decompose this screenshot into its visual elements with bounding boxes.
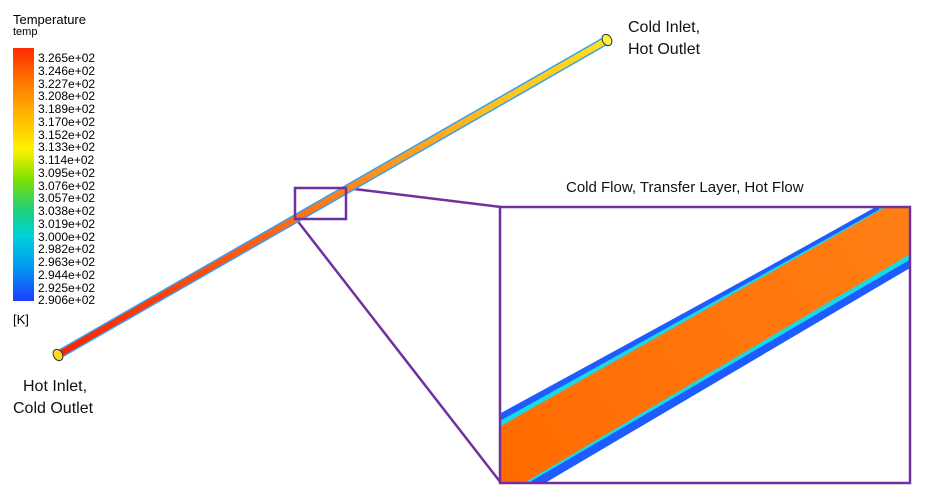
- zoom-panel-content: [501, 208, 910, 483]
- connector-line-bottom: [295, 218, 502, 484]
- legend-title: Temperature: [13, 12, 86, 27]
- pipe-end-cap-top: [601, 33, 613, 47]
- annotation-cold-inlet: Cold Inlet, Hot Outlet: [628, 17, 700, 61]
- legend-tick-label: 2.963e+02: [38, 255, 96, 269]
- legend-tick-label: 2.982e+02: [38, 242, 96, 257]
- annotation-cold-inlet-line1: Cold Inlet,: [628, 19, 701, 36]
- legend-tick-label: 3.076e+02: [38, 178, 96, 193]
- legend-tick-label: 3.114e+02: [38, 153, 95, 167]
- legend-tick-label: 3.095e+02: [38, 165, 96, 180]
- hot-flow-band: [501, 208, 910, 483]
- legend-tick-label: 3.133e+02: [38, 140, 96, 155]
- zoom-region-marker: [293, 186, 348, 221]
- annotation-hot-inlet: Hot Inlet, Cold Outlet: [13, 376, 93, 420]
- annotation-hot-outlet-line2: Hot Outlet: [628, 41, 701, 58]
- legend-tick-label: 3.000e+02: [38, 229, 96, 244]
- legend-tick-label: 3.208e+02: [38, 89, 96, 104]
- legend-colorbar: [13, 48, 34, 301]
- legend-tick-label: 2.944e+02: [38, 267, 96, 282]
- annotation-cold-outlet-line2: Cold Outlet: [13, 400, 94, 417]
- legend-tick-label: 3.170e+02: [38, 114, 96, 129]
- legend-tick-label: 3.038e+02: [38, 204, 96, 218]
- pipe-end-cap-bottom: [52, 348, 64, 362]
- legend-tick-label: 3.152e+02: [38, 127, 96, 142]
- legend-unit: [K]: [13, 312, 29, 327]
- legend-tick-label: 3.019e+02: [38, 216, 96, 231]
- legend-tick-label: 2.906e+02: [38, 293, 96, 308]
- zoom-panel-title: Cold Flow, Transfer Layer, Hot Flow: [566, 179, 804, 196]
- legend-subtitle: temp: [13, 26, 38, 38]
- legend-tick-label: 3.189e+02: [38, 102, 96, 116]
- legend-tick-label: 3.265e+02: [38, 51, 96, 65]
- legend-tick-label: 3.246e+02: [38, 63, 96, 78]
- pipe-core: [56, 37, 609, 358]
- connector-line-top: [345, 186, 502, 209]
- legend-tick-label: 3.227e+02: [38, 76, 96, 91]
- annotation-hot-inlet-line1: Hot Inlet,: [23, 378, 88, 395]
- legend-tick-label: 3.057e+02: [38, 191, 96, 206]
- legend-tick-label: 2.925e+02: [38, 280, 96, 295]
- zoom-panel-frame: [498, 205, 912, 485]
